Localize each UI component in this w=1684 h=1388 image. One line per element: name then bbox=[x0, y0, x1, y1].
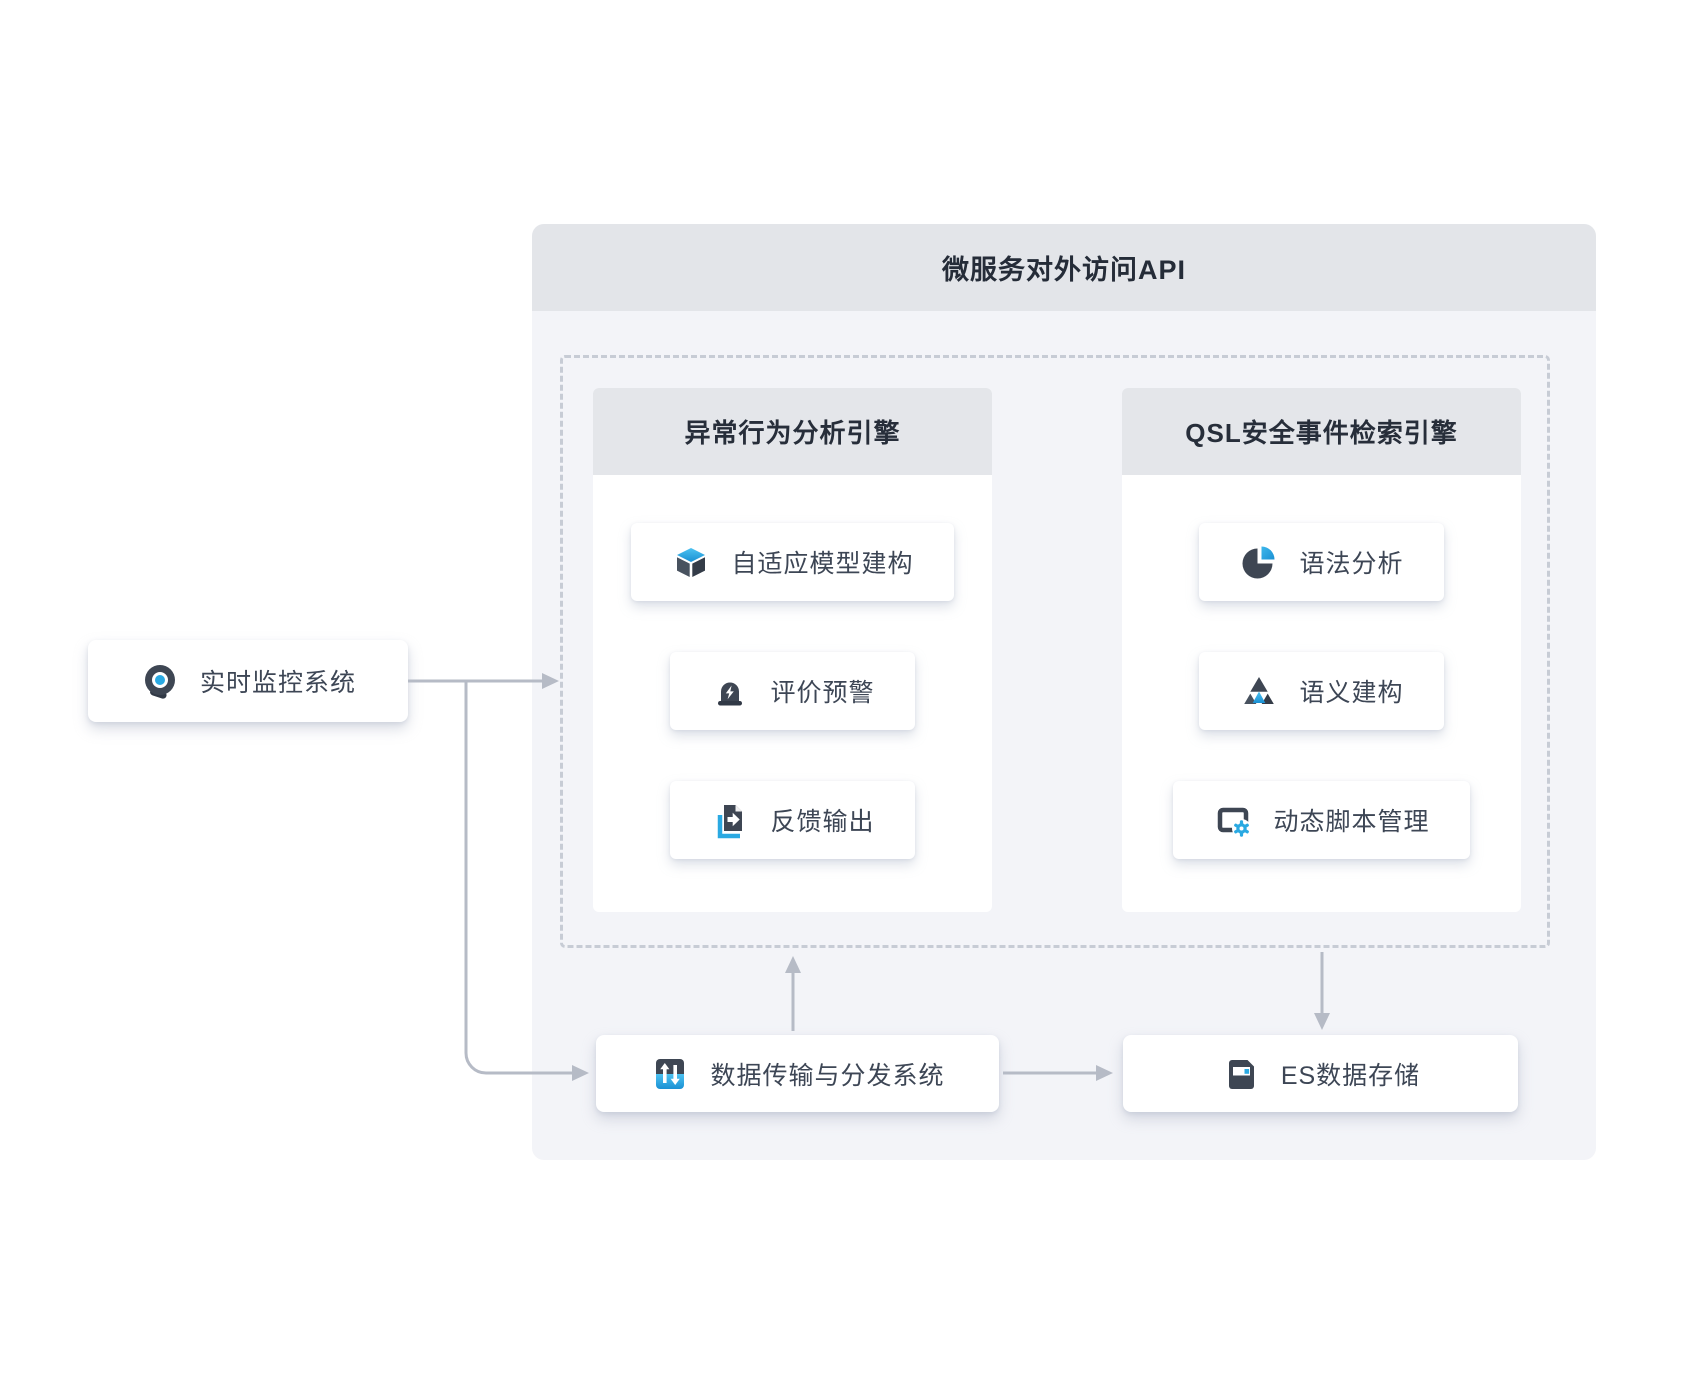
engine-panel-qsl-search: QSL安全事件检索引擎 语法分析 语义建构 bbox=[1122, 388, 1521, 912]
engine-header: 异常行为分析引擎 bbox=[593, 388, 992, 475]
node-label: 自适应模型建构 bbox=[731, 550, 914, 578]
node-label: 数据传输与分发系统 bbox=[710, 1061, 945, 1090]
cube-icon bbox=[677, 548, 706, 577]
node-realtime-monitoring: 实时监控系统 bbox=[88, 640, 408, 722]
api-panel-header: 微服务对外访问API bbox=[532, 224, 1596, 311]
engine-panel-behavior-analysis: 异常行为分析引擎 自适应模型建构 评价预警 bbox=[593, 388, 992, 912]
webcam-icon bbox=[144, 665, 175, 699]
node-label: 评价预警 bbox=[770, 679, 875, 707]
node-label: 语法分析 bbox=[1299, 550, 1404, 578]
engine-title: QSL安全事件检索引擎 bbox=[1185, 418, 1458, 448]
engine-items: 语法分析 语义建构 bbox=[1122, 475, 1521, 859]
node-es-data-storage: ES数据存储 bbox=[1123, 1035, 1518, 1112]
api-panel-title: 微服务对外访问API bbox=[941, 255, 1186, 285]
node-dynamic-script-management: 动态脚本管理 bbox=[1173, 781, 1470, 859]
engine-title: 异常行为分析引擎 bbox=[684, 418, 901, 448]
node-feedback-output: 反馈输出 bbox=[670, 781, 915, 859]
node-syntax-analysis: 语法分析 bbox=[1199, 523, 1444, 601]
data-transfer-icon bbox=[656, 1058, 685, 1089]
node-evaluation-warning: 评价预警 bbox=[670, 652, 915, 730]
node-label: 反馈输出 bbox=[770, 808, 875, 836]
engine-header: QSL安全事件检索引擎 bbox=[1122, 388, 1521, 475]
siren-icon bbox=[718, 682, 743, 706]
monitor-gear-icon bbox=[1218, 807, 1252, 838]
node-semantic-construction: 语义建构 bbox=[1199, 652, 1444, 730]
node-label: 语义建构 bbox=[1299, 679, 1404, 707]
node-data-transfer-distribution: 数据传输与分发系统 bbox=[596, 1035, 999, 1112]
node-label: 实时监控系统 bbox=[199, 669, 356, 697]
floppy-disk-icon bbox=[1228, 1059, 1254, 1089]
pie-chart-icon bbox=[1242, 546, 1275, 579]
triangles-icon bbox=[1244, 677, 1275, 704]
node-label: ES数据存储 bbox=[1280, 1061, 1421, 1090]
engines-dashed-container bbox=[560, 355, 1550, 948]
node-label: 动态脚本管理 bbox=[1273, 808, 1430, 836]
engine-items: 自适应模型建构 评价预警 反馈输出 bbox=[593, 475, 992, 859]
node-adaptive-model: 自适应模型建构 bbox=[631, 523, 954, 601]
document-export-icon bbox=[718, 805, 743, 839]
